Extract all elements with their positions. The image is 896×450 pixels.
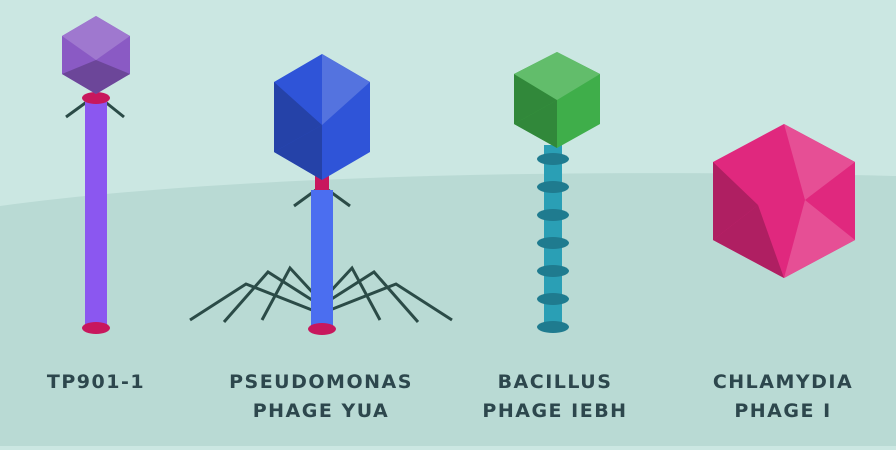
- label-line: PHAGE YUA: [252, 400, 390, 422]
- label-line: CHLAMYDIA: [712, 371, 854, 393]
- capsid-head: [274, 54, 370, 180]
- label-chlamydia-phage-i: CHLAMYDIA PHAGE I: [673, 368, 893, 426]
- label-line: BACILLUS: [497, 371, 613, 393]
- phage-pseudomonas-yua: [189, 54, 453, 335]
- label-line: TP901-1: [46, 371, 146, 393]
- capsid-head: [62, 16, 130, 94]
- tail-fibers: [65, 99, 125, 119]
- tail-rings: [537, 153, 569, 333]
- label-line: PHAGE I: [734, 400, 832, 422]
- label-tp901-1: TP901-1: [0, 368, 206, 397]
- phage-chlamydia-i: [713, 124, 855, 278]
- phage-bacillus-iebh: [514, 52, 600, 333]
- phage-tp901-1: [62, 16, 130, 334]
- label-bacillus-phage-iebh: BACILLUS PHAGE IEBH: [445, 368, 665, 426]
- tail-tube: [311, 190, 333, 328]
- tail-tube: [85, 101, 107, 327]
- label-line: PHAGE IEBH: [482, 400, 628, 422]
- label-pseudomonas-phage-yua: PSEUDOMONAS PHAGE YUA: [211, 368, 431, 426]
- baseplate: [82, 322, 110, 334]
- ground-shape: [0, 173, 896, 446]
- baseplate: [308, 323, 336, 335]
- collar: [315, 176, 329, 190]
- collar: [82, 92, 110, 104]
- capsid-head: [514, 52, 600, 148]
- label-line: PSEUDOMONAS: [229, 371, 413, 393]
